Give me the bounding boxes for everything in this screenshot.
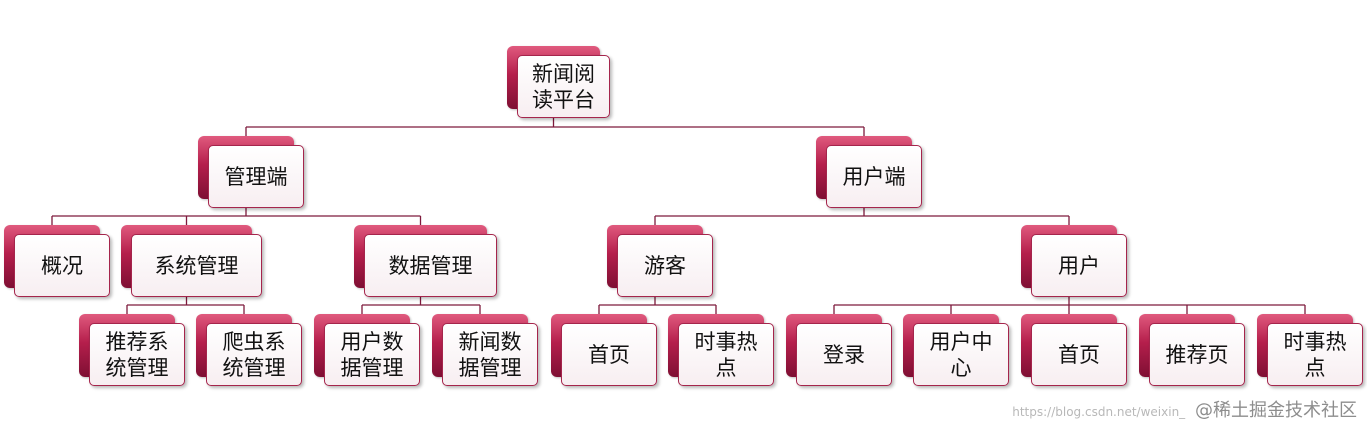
node-label: 登录	[796, 323, 892, 386]
node-label: 时事热 点	[678, 323, 774, 386]
node-label: 用户中 心	[913, 323, 1009, 386]
node-label: 系统管理	[131, 234, 262, 297]
node-label: 新闻阅 读平台	[517, 55, 610, 118]
node-data-mgmt: 数据管理	[354, 225, 497, 297]
node-u-center: 用户中 心	[903, 314, 1009, 386]
node-v-hot: 时事热 点	[668, 314, 774, 386]
node-sys-mgmt: 系统管理	[121, 225, 262, 297]
watermark-brand: @稀土掘金技术社区	[1195, 400, 1357, 421]
node-user-side: 用户端	[816, 136, 922, 208]
node-label: 推荐页	[1149, 323, 1245, 386]
node-label: 爬虫系 统管理	[206, 323, 302, 386]
node-admin: 管理端	[198, 136, 304, 208]
node-label: 用户数 据管理	[324, 323, 420, 386]
node-overview: 概况	[4, 225, 110, 297]
node-root: 新闻阅 读平台	[507, 46, 610, 118]
node-label: 推荐系 统管理	[89, 323, 185, 386]
watermark: https://blog.csdn.net/weixin_ @稀土掘金技术社区	[1012, 396, 1357, 422]
node-label: 概况	[14, 234, 110, 297]
watermark-url: https://blog.csdn.net/weixin_	[1012, 405, 1186, 419]
node-label: 用户端	[826, 145, 922, 208]
node-u-rec: 推荐页	[1139, 314, 1245, 386]
node-rec-mgmt: 推荐系 统管理	[79, 314, 185, 386]
node-label: 用户	[1031, 234, 1127, 297]
node-news-data-mgmt: 新闻数 据管理	[432, 314, 538, 386]
node-label: 新闻数 据管理	[442, 323, 538, 386]
node-u-home: 首页	[1021, 314, 1127, 386]
node-v-home: 首页	[551, 314, 657, 386]
node-label: 管理端	[208, 145, 304, 208]
node-u-hot: 时事热 点	[1257, 314, 1363, 386]
node-u-login: 登录	[786, 314, 892, 386]
node-user-data-mgmt: 用户数 据管理	[314, 314, 420, 386]
node-user: 用户	[1021, 225, 1127, 297]
node-crawler-mgmt: 爬虫系 统管理	[196, 314, 302, 386]
node-label: 首页	[1031, 323, 1127, 386]
node-label: 数据管理	[364, 234, 497, 297]
node-label: 首页	[561, 323, 657, 386]
node-label: 游客	[617, 234, 713, 297]
node-visitor: 游客	[607, 225, 713, 297]
node-label: 时事热 点	[1267, 323, 1363, 386]
